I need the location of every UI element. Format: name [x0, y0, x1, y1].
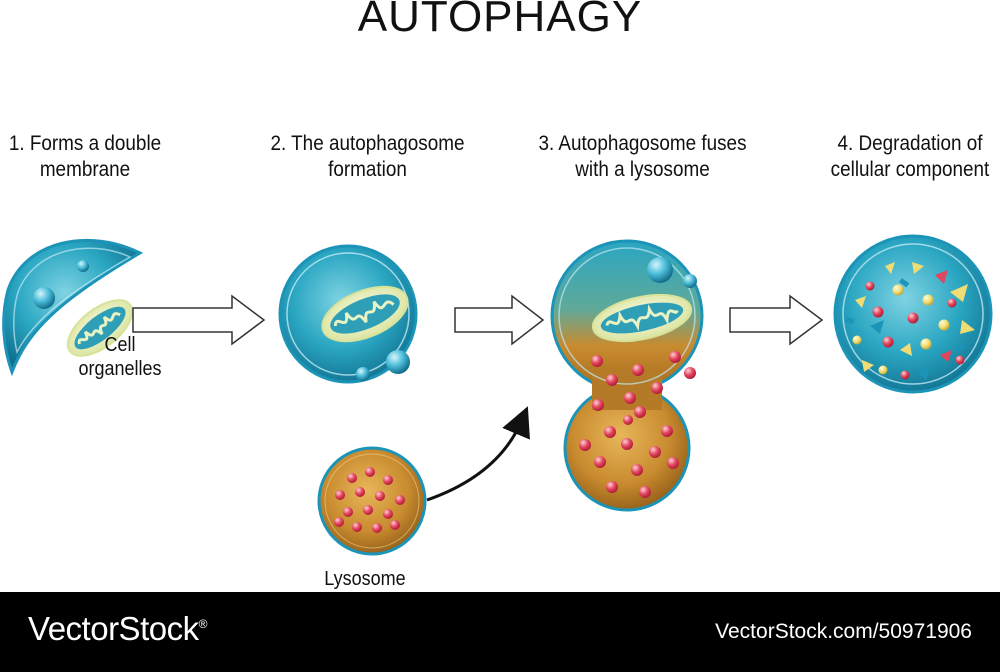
registered-mark: ®: [198, 617, 208, 631]
degraded-fragments: [845, 262, 975, 380]
step-3-label: 3. Autophagosome fuses with a lysosome: [538, 132, 747, 181]
lysosomal-enzymes: [334, 467, 405, 533]
diagram-title: AUTOPHAGY: [357, 0, 643, 41]
mitochondrion-icon: [591, 293, 693, 343]
footer-bar: VectorStock® VectorStock.com/50971906: [0, 592, 1000, 672]
arrow-step-1-2: [132, 294, 266, 346]
arrow-step-3-4: [729, 294, 824, 346]
lysosomal-enzymes: [579, 351, 696, 498]
degraded-vesicle: [833, 234, 993, 394]
lysosome: [317, 446, 427, 556]
phagophore-membrane: [2, 238, 144, 377]
brand-logo: VectorStock®: [28, 610, 207, 648]
image-id: VectorStock.com/50971906: [715, 620, 972, 643]
step-4-label: 4. Degradation of cellular component: [830, 132, 990, 181]
mitochondrion-icon: [321, 285, 409, 343]
mitochondrion-icon: [66, 299, 134, 357]
brand-name: VectorStock: [28, 610, 199, 647]
degraded-particles: [852, 281, 965, 380]
arrow-lysosome-to-fusion: [426, 406, 530, 502]
autolysosome-fusion: [550, 239, 704, 512]
step-1-label: 1. Forms a double membrane: [8, 132, 162, 181]
step-2-label: 2. The autophagosome formation: [270, 132, 465, 181]
autophagy-diagram: [2, 234, 993, 556]
arrow-step-2-3: [454, 294, 545, 346]
cell-organelles-label: Cell organelles: [78, 334, 162, 380]
lysosome-label: Lysosome: [324, 568, 406, 590]
autophagosome: [278, 244, 418, 384]
